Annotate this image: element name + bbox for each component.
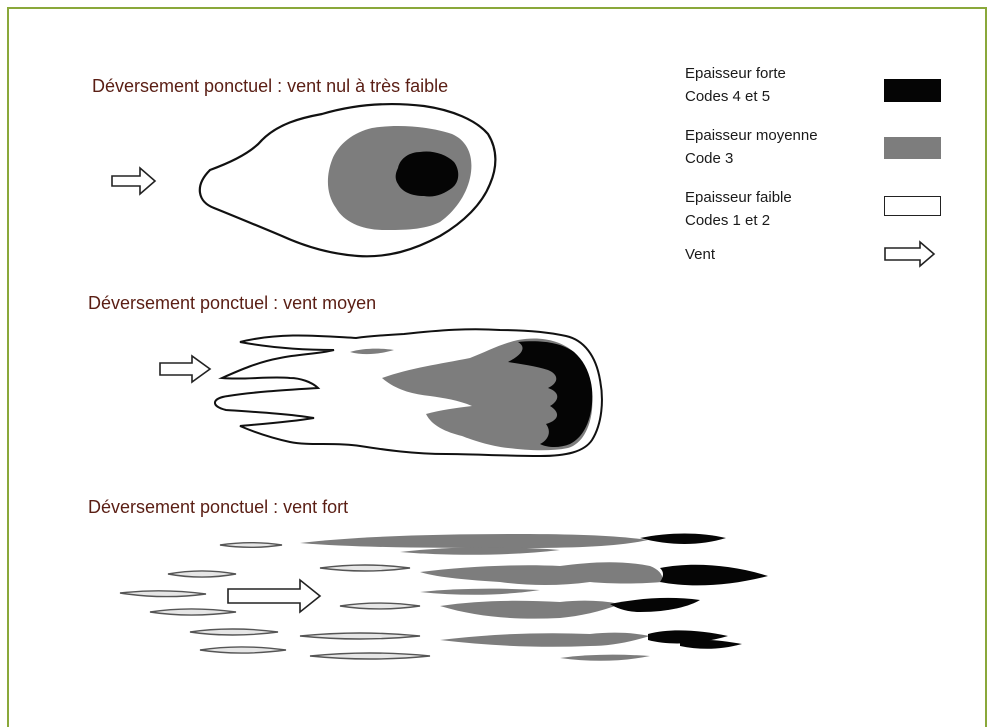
slick-medium-streak [420, 589, 540, 595]
slick-thin-streak [300, 633, 420, 639]
diagram-calm [112, 104, 495, 256]
slick-thick-streak [640, 534, 726, 545]
slick-thin-streak [200, 647, 286, 653]
slick-thin-streak [320, 565, 410, 571]
wind-arrow-icon [112, 168, 155, 194]
wind-arrow-icon [228, 580, 320, 612]
legend-wind-arrow-icon [885, 242, 934, 266]
slick-medium-streak [400, 547, 560, 555]
slick-thick-streak [680, 640, 742, 649]
slick-medium-streak [420, 562, 663, 585]
slick-thin-streak [120, 591, 206, 597]
slick-thin-streak [150, 609, 236, 615]
slick-thin-streak [310, 653, 430, 659]
wind-arrow-icon [160, 356, 210, 382]
slick-medium-streak [300, 534, 648, 548]
slick-thin-streak [220, 543, 282, 548]
slick-thick-streak [660, 565, 768, 586]
slick-thin-streak [190, 629, 278, 635]
slick-thin-streak [340, 603, 420, 609]
slick-thin-streak [168, 571, 236, 577]
slick-medium-streak [560, 655, 650, 661]
diagram-medium [160, 329, 602, 456]
slick-thick-streak [610, 598, 700, 612]
diagram-strong [120, 534, 768, 661]
slick-medium-streak [440, 633, 650, 647]
slick-medium-streak [440, 601, 620, 619]
slick-thick-area [396, 151, 459, 196]
